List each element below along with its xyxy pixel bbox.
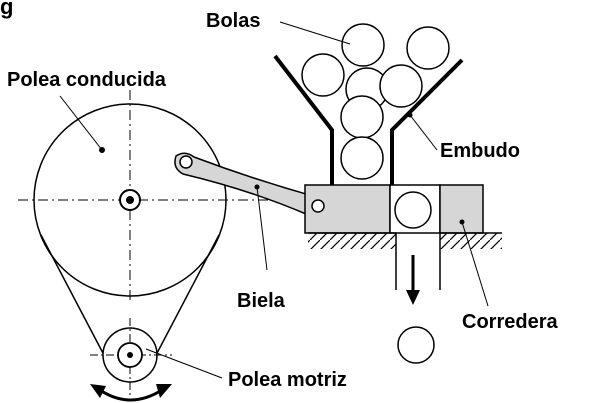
falling-ball — [397, 326, 435, 364]
leader-dot-embudo — [407, 112, 413, 118]
label-polea-motriz: Polea motriz — [228, 369, 347, 391]
leader-dot-biela — [254, 184, 260, 190]
ground — [308, 232, 502, 290]
leader-polea-motriz — [145, 348, 223, 379]
leader-corredera — [461, 221, 489, 307]
driving-pulley — [90, 318, 172, 395]
leader-biela — [256, 186, 268, 271]
rotation-arrow — [90, 384, 172, 402]
leader-dot-polea-conducida — [99, 147, 105, 153]
balls — [301, 23, 450, 180]
belt — [40, 234, 220, 358]
leader-bolas — [279, 21, 351, 45]
label-bolas: Bolas — [206, 10, 260, 32]
leader-dot-corredera — [459, 219, 465, 225]
funnel — [273, 54, 464, 185]
driven-pulley — [18, 90, 300, 300]
slider-block — [304, 184, 484, 234]
figure-letter: g — [0, 0, 13, 19]
leader-polea-conducida — [59, 95, 103, 151]
fall-arrow — [406, 255, 420, 305]
label-biela: Biela — [237, 290, 286, 312]
label-corredera: Corredera — [462, 311, 558, 333]
label-polea-conducida: Polea conducida — [7, 69, 167, 91]
label-embudo: Embudo — [440, 140, 520, 162]
leader-embudo — [409, 114, 438, 151]
